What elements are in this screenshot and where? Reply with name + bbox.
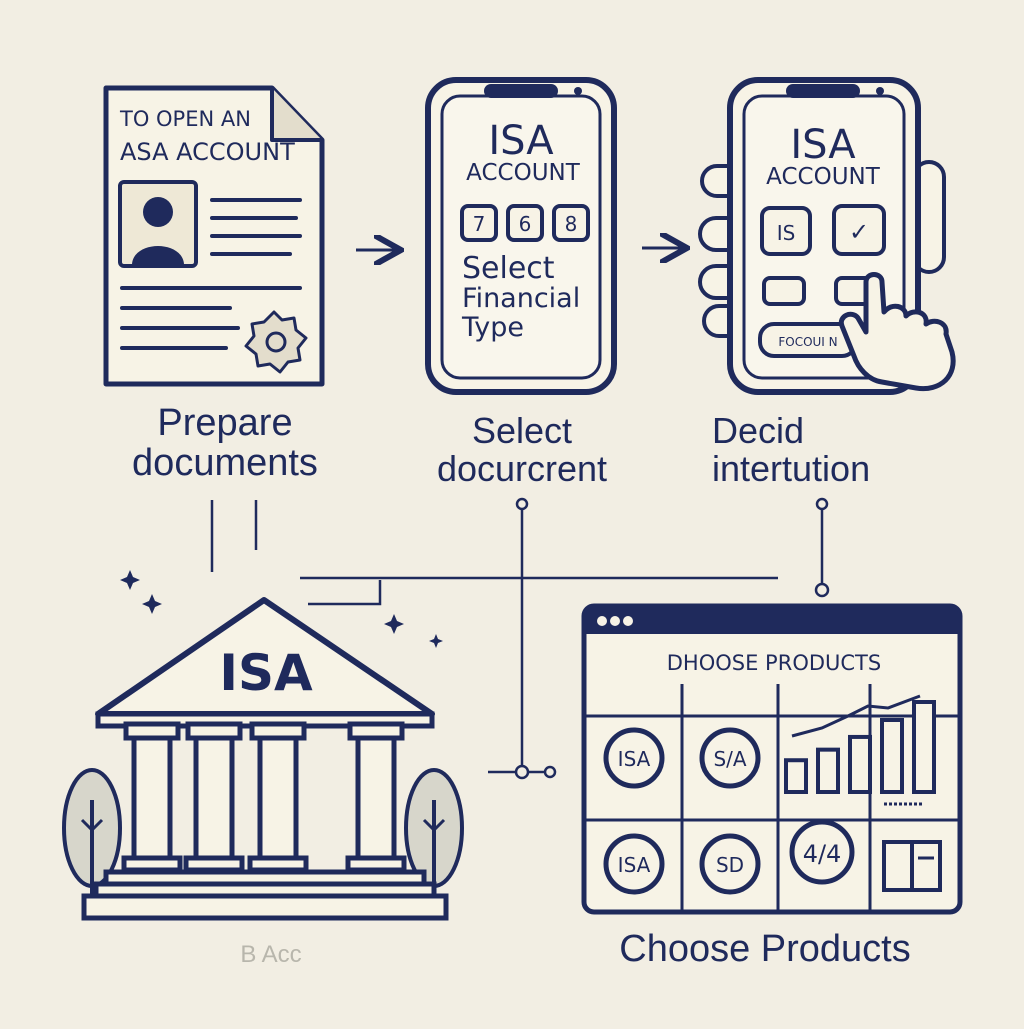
svg-text:ISA: ISA — [618, 747, 651, 771]
phone1-text-line2: Financial — [462, 283, 580, 314]
phone2-confirm-button[interactable]: FOCOUI N — [758, 322, 858, 358]
phone1-option-button-1[interactable]: 7 — [460, 204, 498, 242]
svg-text:7: 7 — [473, 212, 486, 236]
tree-icon-left — [62, 768, 122, 900]
phone1-subtitle: ACCOUNT — [466, 160, 581, 186]
svg-text:SD: SD — [716, 853, 744, 877]
product-tile-isa[interactable]: ISA — [603, 727, 665, 789]
phone2-title: ISA — [790, 122, 856, 168]
chart-bar — [784, 758, 808, 794]
browser-header: DHOOSE PRODUCTS — [667, 651, 881, 675]
tree-icon-right — [404, 768, 464, 900]
seal-icon — [244, 310, 308, 374]
svg-text:8: 8 — [565, 212, 578, 236]
svg-text:ISA: ISA — [618, 853, 651, 877]
trend-line — [791, 694, 921, 738]
phone-select-type: ISA ACCOUNT 7 6 8 Select Financial Type — [425, 77, 617, 395]
bank-caption: B Acc — [240, 941, 302, 968]
product-browser-window: DHOOSE PRODUCTS ISA S/A ISA SD 4/4 — [581, 603, 963, 915]
phone1-option-button-2[interactable]: 6 — [506, 204, 544, 242]
svg-text:✓: ✓ — [849, 218, 869, 246]
product-tile-isa-2[interactable]: ISA — [603, 833, 665, 895]
doc-title-line2: ASA ACCOUNT — [120, 138, 295, 166]
svg-text:4/4: 4/4 — [803, 840, 842, 868]
chart-bar — [880, 718, 904, 794]
doc-title-line1: TO OPEN AN — [119, 107, 251, 131]
svg-text:S/A: S/A — [713, 747, 746, 771]
phone1-title: ISA — [488, 118, 554, 164]
phone1-option-button-3[interactable]: 8 — [552, 204, 590, 242]
svg-text:IS: IS — [777, 221, 796, 245]
svg-text:FOCOUI N: FOCOUI N — [778, 335, 837, 349]
phone-notch — [484, 84, 558, 98]
comparison-icon — [882, 840, 942, 892]
chart-bar — [912, 700, 936, 794]
application-document: TO OPEN AN ASA ACCOUNT — [103, 85, 325, 387]
pointing-hand-icon — [838, 272, 956, 392]
phone1-text-line1: Select — [462, 251, 555, 286]
phone1-text-line3: Type — [461, 312, 524, 343]
window-control-dot[interactable] — [597, 616, 607, 626]
phone-decide-institution: ISA ACCOUNT IS ✓ FOCOUI N — [698, 77, 956, 395]
product-tile-sd[interactable]: SD — [699, 833, 761, 895]
svg-text:6: 6 — [519, 212, 532, 236]
chart-bar — [848, 734, 872, 794]
phone2-option-button-3[interactable] — [762, 276, 806, 306]
browser-titlebar — [586, 608, 958, 634]
step1-label: Prepare documents — [132, 402, 318, 484]
window-control-dot[interactable] — [623, 616, 633, 626]
sparkle-icons — [120, 570, 443, 648]
bank-building-icon: ISA — [62, 597, 464, 921]
product-tile-sa[interactable]: S/A — [699, 727, 761, 789]
phone2-option-button-1[interactable]: IS — [760, 206, 812, 256]
phone-notch — [786, 84, 860, 98]
step3-label: Decid intertution — [712, 410, 871, 489]
mini-bar-chart — [784, 700, 936, 794]
step2-label: Select docurcrent — [436, 410, 608, 489]
window-control-dot[interactable] — [610, 616, 620, 626]
choose-products-label: Choose Products — [619, 928, 911, 970]
chart-bar — [816, 747, 840, 794]
phone2-subtitle: ACCOUNT — [766, 164, 881, 190]
person-icon — [132, 197, 184, 264]
phone2-option-button-2[interactable]: ✓ — [832, 204, 886, 256]
bank-label: ISA — [219, 644, 313, 702]
product-tile-44[interactable]: 4/4 — [789, 819, 855, 885]
text-lines — [120, 198, 302, 350]
